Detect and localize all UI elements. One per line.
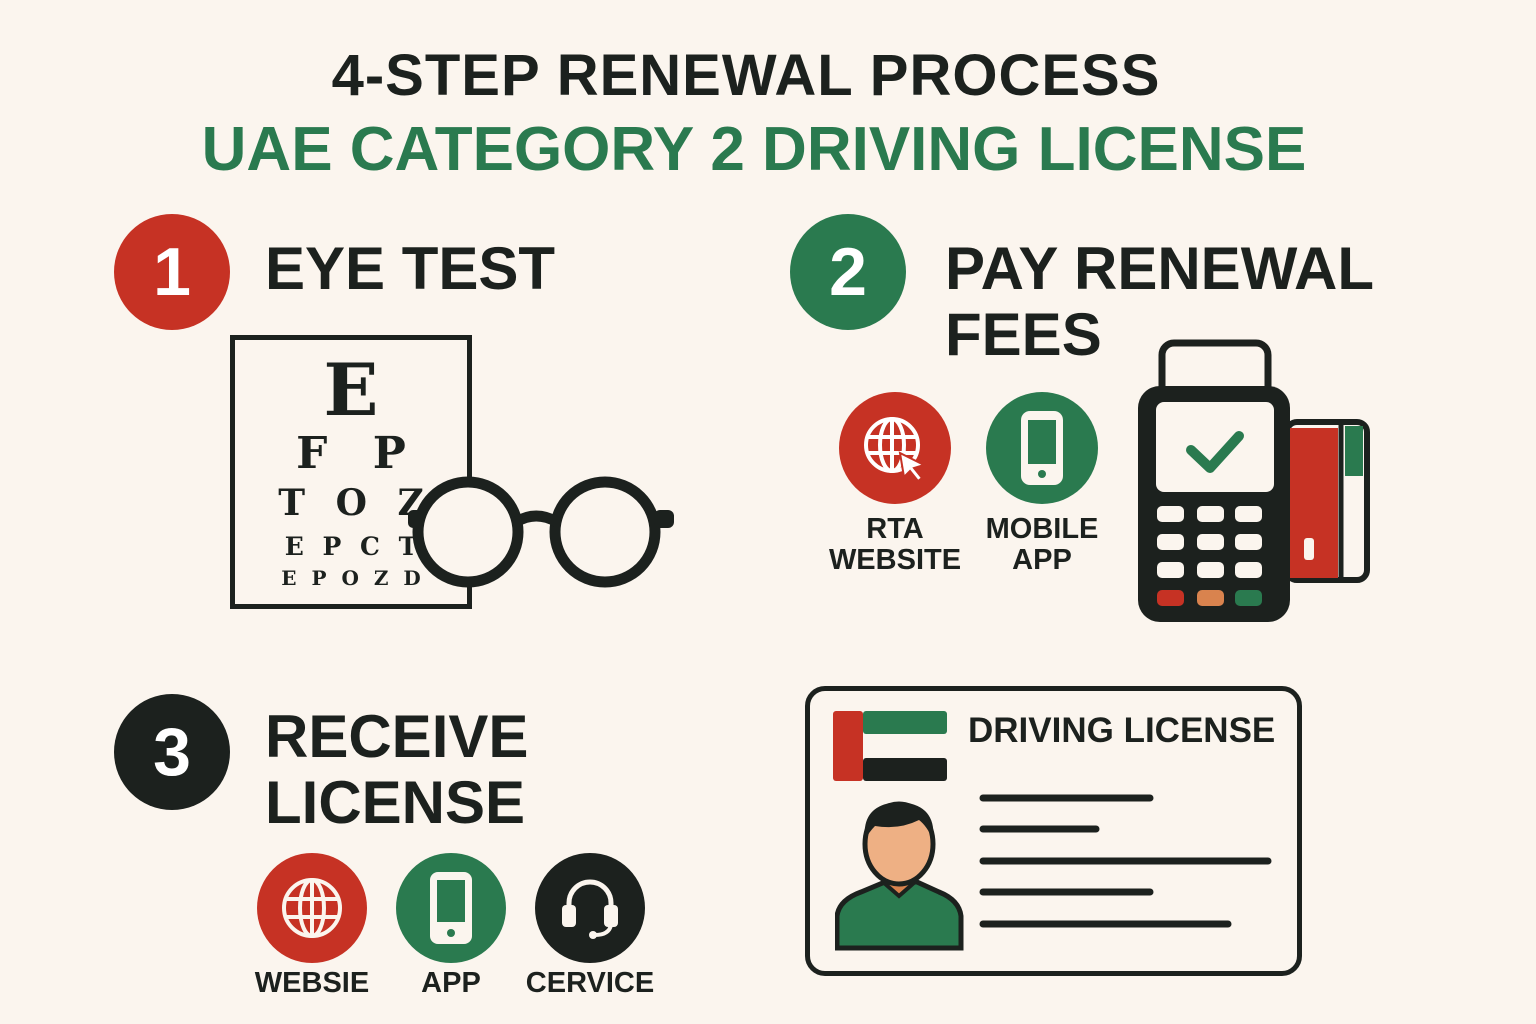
step-2-title: PAY RENEWAL FEES xyxy=(945,236,1374,368)
globe-icon xyxy=(282,878,342,938)
rta-website-label: RTA WEBSITE xyxy=(815,514,975,576)
mobile-app-label: MOBILE APP xyxy=(962,514,1122,576)
eye-chart-row: F P xyxy=(296,428,406,479)
app-option[interactable] xyxy=(396,853,506,963)
headset-icon xyxy=(562,879,618,939)
mobile-phone-icon xyxy=(430,872,472,944)
step-3-title-line: RECEIVE xyxy=(265,703,529,770)
eye-chart-row: T O Z xyxy=(278,482,424,524)
person-avatar-icon xyxy=(835,801,964,951)
uae-flag-icon xyxy=(833,711,947,781)
glasses-icon xyxy=(408,476,674,588)
label-line: APP xyxy=(1012,544,1072,576)
service-option[interactable] xyxy=(535,853,645,963)
payment-terminal-icon xyxy=(1138,339,1370,622)
website-option[interactable] xyxy=(257,853,367,963)
mobile-app-option[interactable] xyxy=(986,392,1098,504)
label-line: MOBILE xyxy=(985,513,1099,545)
page-title: 4-STEP RENEWAL PROCESS xyxy=(331,43,1161,108)
mobile-phone-icon xyxy=(1021,411,1063,485)
eye-chart-row: E xyxy=(323,347,379,432)
globe-cursor-icon xyxy=(864,417,927,483)
driving-license-card: DRIVING LICENSE xyxy=(805,686,1302,976)
license-info-lines xyxy=(979,794,1272,928)
step-3-title: RECEIVE LICENSE xyxy=(265,704,528,836)
page-subtitle: UAE CATEGORY 2 DRIVING LICENSE xyxy=(201,115,1307,184)
eye-chart: E F P T O Z E P C T E P O Z D xyxy=(230,335,472,609)
step-1-badge: 1 xyxy=(114,214,230,330)
step-1-title: EYE TEST xyxy=(265,235,556,302)
step-2-title-line: FEES xyxy=(945,301,1102,368)
rta-website-option[interactable] xyxy=(839,392,951,504)
label-line: RTA xyxy=(866,513,924,545)
step-2-badge: 2 xyxy=(790,214,906,330)
eye-chart-row: E P C T xyxy=(284,532,418,561)
eye-chart-row: E P O Z D xyxy=(281,566,421,590)
step-3-title-line: LICENSE xyxy=(265,769,526,836)
app-label: APP xyxy=(421,967,481,999)
service-label: CERVICE xyxy=(525,967,655,999)
website-label: WEBSIE xyxy=(254,967,370,999)
label-line: WEBSITE xyxy=(828,544,962,576)
license-card-title: DRIVING LICENSE xyxy=(968,711,1276,750)
step-3-badge: 3 xyxy=(114,694,230,810)
step-2-title-line: PAY RENEWAL xyxy=(945,235,1374,302)
